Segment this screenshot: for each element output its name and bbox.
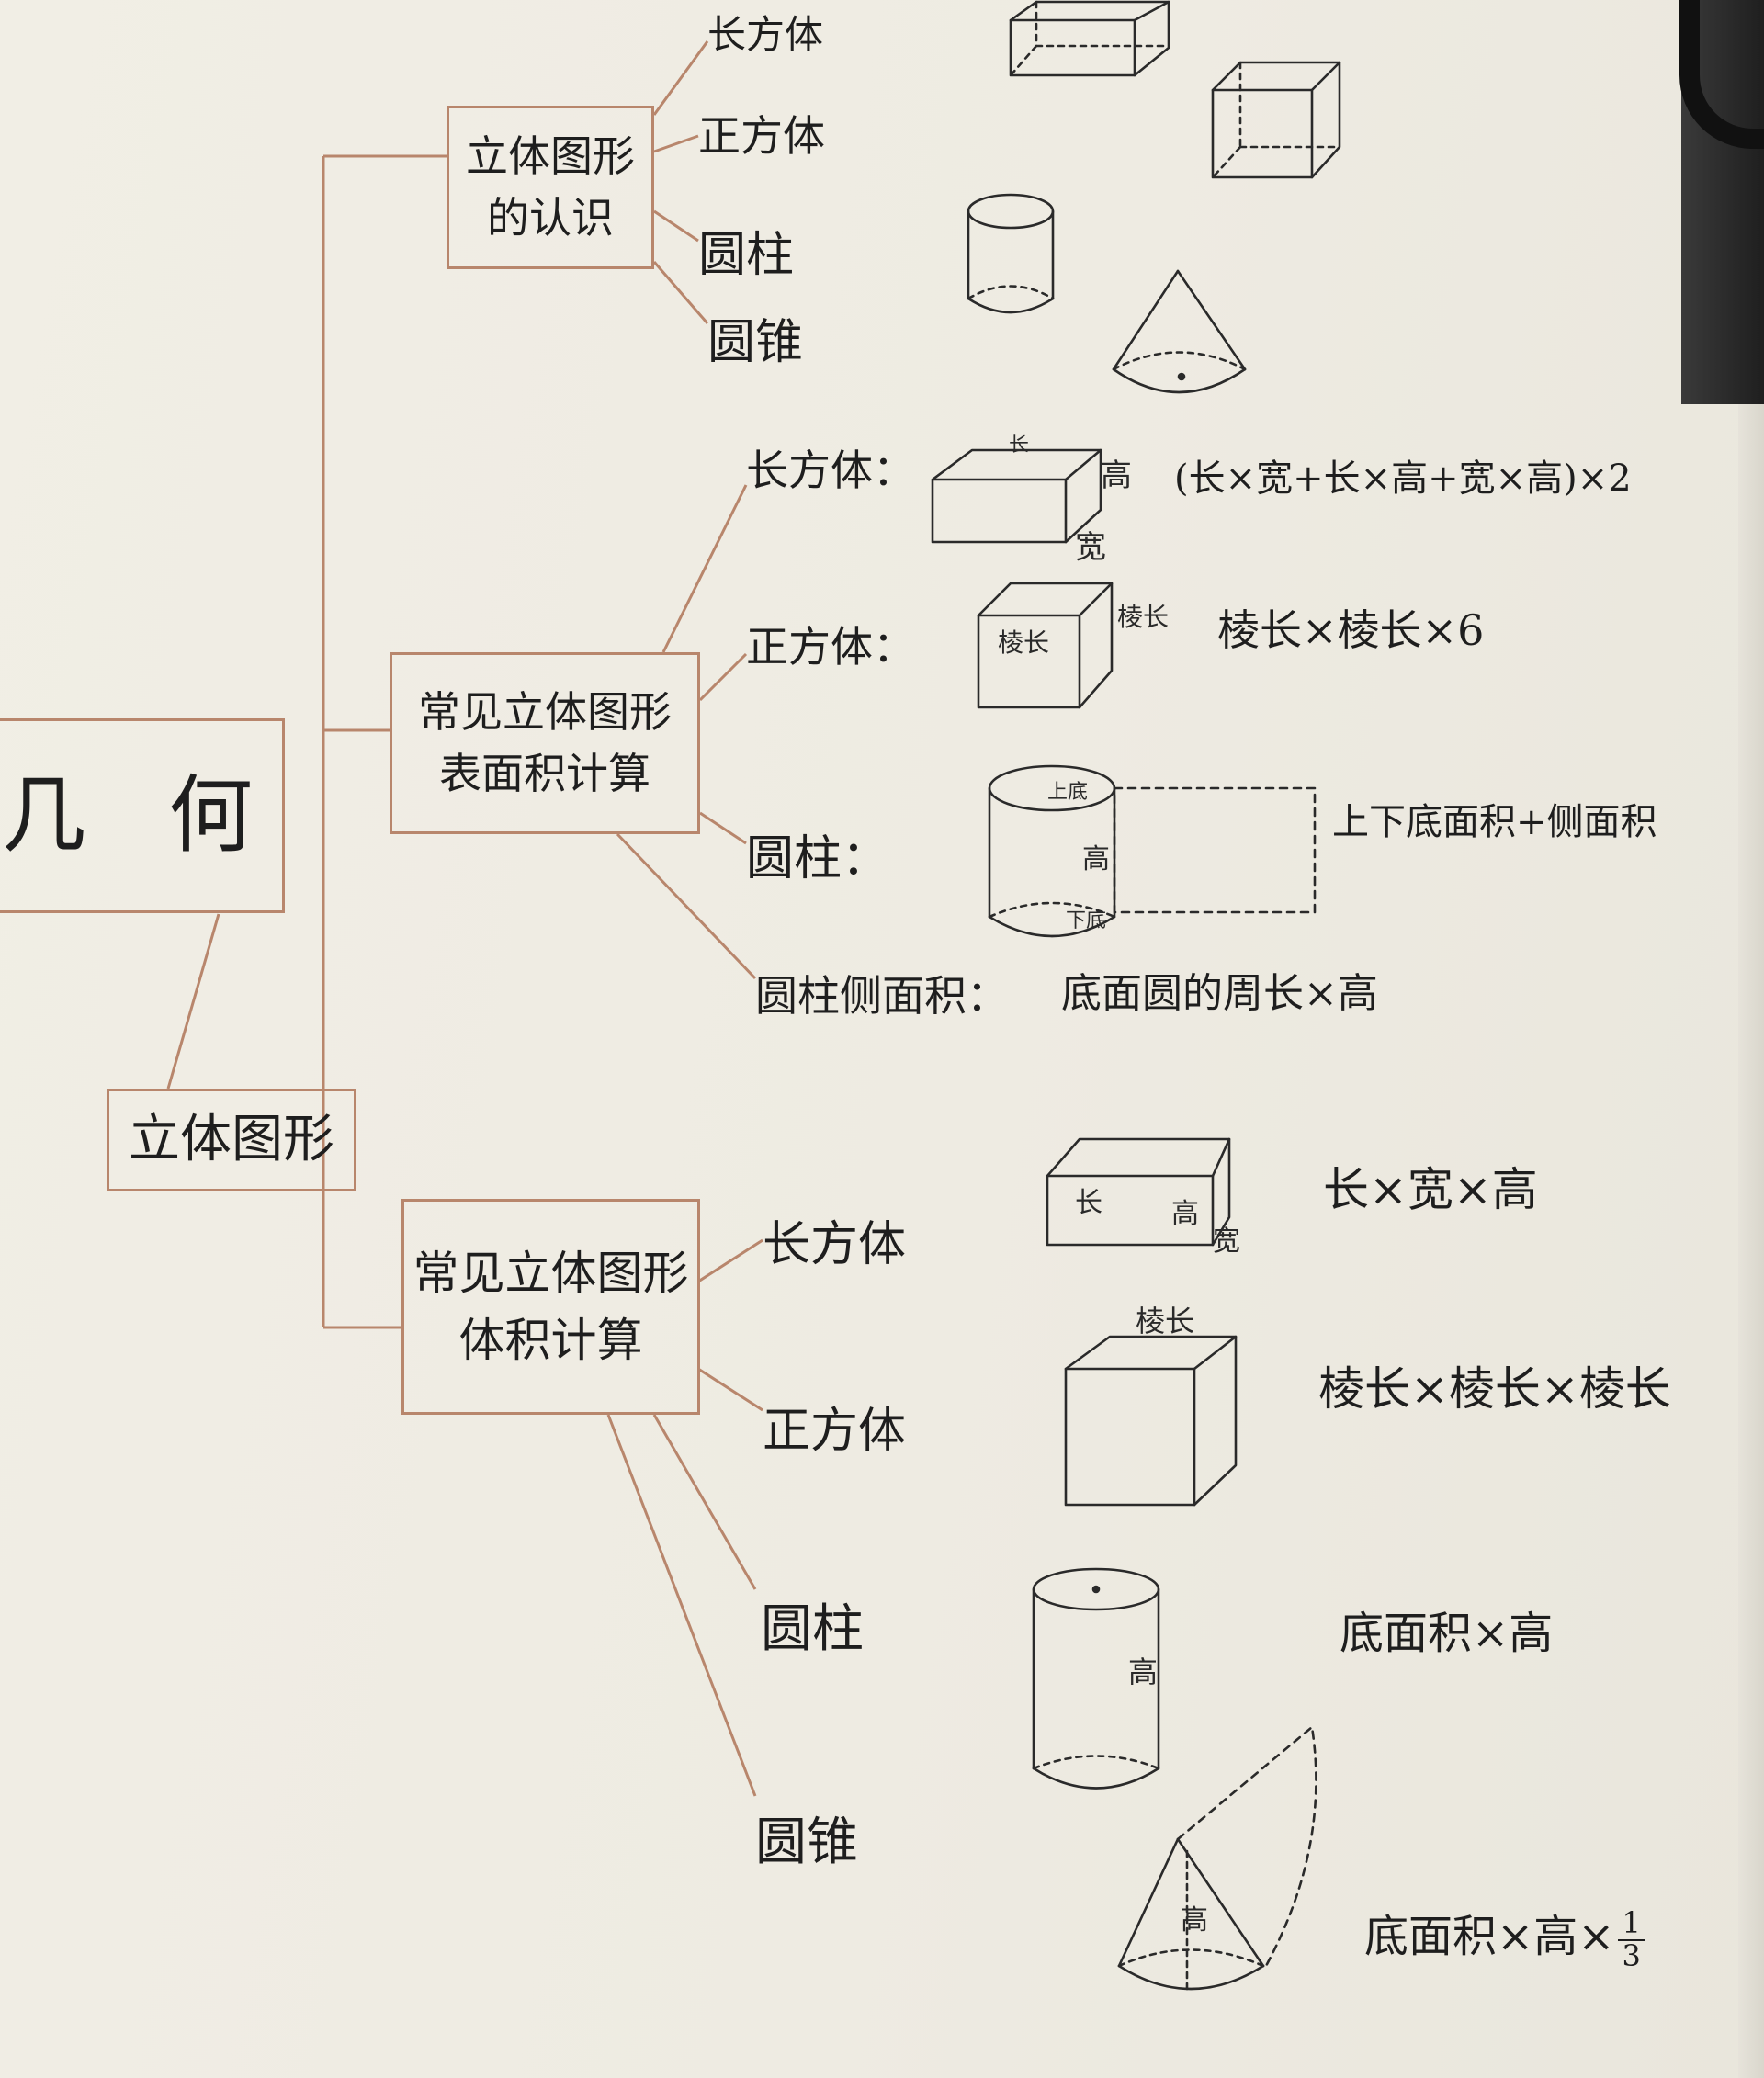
cylinder-sketch-2	[988, 764, 1317, 938]
cube-sketch-1	[1211, 61, 1341, 179]
cylinder-sketch-3	[1032, 1567, 1160, 1790]
surface-cylinder-label-top: 上底	[1047, 781, 1089, 804]
cube-sketch-3	[1064, 1335, 1238, 1507]
surface-item-cylinder-side: 圆柱侧面积：	[755, 971, 1009, 1021]
connector-rec-4	[652, 261, 709, 324]
volume-cube-label-edge: 棱长	[1136, 1304, 1195, 1338]
volume-formula-cone-text: 底面积×高×	[1364, 1911, 1615, 1962]
surface-title-line1: 常见立体图形	[418, 687, 672, 738]
volume-cuboid-label-height: 高	[1171, 1198, 1199, 1230]
volume-item-cuboid: 长方体	[763, 1217, 907, 1272]
rec-item-cuboid: 长方体	[707, 12, 824, 57]
volume-cylinder-label-height: 高	[1128, 1654, 1159, 1689]
surface-cube-label-edge-front: 棱长	[998, 627, 1050, 658]
volume-title-line2: 体积计算	[458, 1313, 643, 1367]
cube-sketch-2	[977, 582, 1114, 709]
cuboid-sketch-2	[931, 448, 1102, 544]
recognition-node: 立体图形 的认识	[447, 106, 654, 269]
volume-formula-cube: 棱长×棱长×棱长	[1318, 1362, 1671, 1416]
root-title: 几 何	[1, 766, 281, 865]
surface-cylinder-label-height: 高	[1082, 843, 1110, 875]
connector-sur-2	[698, 652, 748, 702]
category-node: 立体图形	[107, 1089, 356, 1191]
connector-vol-1	[697, 1238, 763, 1283]
fraction-numerator: 1	[1618, 1907, 1645, 1941]
volume-item-cylinder: 圆柱	[761, 1599, 864, 1659]
volume-formula-cylinder: 底面积×高	[1340, 1608, 1554, 1659]
connector-vol-4	[606, 1414, 757, 1797]
surface-formula-cuboid: (长×宽+长×高+宽×高)×2	[1174, 457, 1632, 500]
volume-item-cone: 圆锥	[755, 1813, 858, 1872]
connector-lines	[166, 40, 763, 1797]
surface-item-cube: 正方体：	[746, 622, 915, 672]
volume-formula-cuboid: 长×宽×高	[1323, 1163, 1538, 1216]
unrolled-sector	[1176, 1725, 1317, 1968]
surface-cuboid-label-length: 长	[1009, 434, 1030, 457]
surface-cylinder-label-bottom: 下底	[1066, 909, 1107, 932]
surface-formula-cylinder: 上下底面积+侧面积	[1332, 801, 1657, 843]
volume-cuboid-label-length: 长	[1075, 1187, 1102, 1219]
rec-item-cylinder: 圆柱	[698, 228, 795, 283]
connector-sur-3	[699, 811, 747, 845]
connector-sur-4	[616, 832, 757, 980]
surface-item-cuboid: 长方体：	[746, 446, 915, 495]
surface-cuboid-label-height: 高	[1101, 457, 1132, 494]
volume-item-cube: 正方体	[763, 1404, 907, 1459]
surface-cube-label-edge-side: 棱长	[1117, 602, 1170, 632]
surface-formula-cube: 棱长×棱长×6	[1217, 605, 1485, 655]
volume-title-line1: 常见立体图形	[413, 1247, 689, 1300]
paper-edge	[1738, 404, 1764, 2078]
recognition-title-line2: 的认识	[487, 193, 614, 243]
volume-cone-label-height: 高	[1181, 1904, 1208, 1937]
connector-vol-3	[652, 1414, 757, 1590]
cone-sketch-2	[1117, 1725, 1317, 1991]
root-node: 几 何	[0, 718, 285, 913]
rec-item-cube: 正方体	[698, 111, 825, 161]
cuboid-sketch-1	[1009, 0, 1170, 77]
surface-item-cylinder: 圆柱：	[746, 831, 890, 887]
volume-cuboid-label-width: 宽	[1213, 1225, 1240, 1258]
fraction-denominator: 3	[1622, 1937, 1641, 1973]
connector-rec-1	[652, 40, 709, 116]
connector-sur-1	[662, 484, 748, 653]
recognition-title-line1: 立体图形	[466, 131, 635, 182]
unrolled-side-rectangle	[1113, 786, 1317, 914]
cuboid-sketch-3	[1046, 1137, 1231, 1247]
connector-rec-3	[653, 209, 699, 243]
cylinder-sketch-1	[967, 193, 1055, 314]
surface-area-node: 常见立体图形 表面积计算	[390, 652, 700, 834]
surface-title-line2: 表面积计算	[439, 749, 650, 798]
connector-root-category	[166, 913, 220, 1090]
connector-rec-2	[653, 134, 699, 153]
surface-cuboid-label-width: 宽	[1075, 529, 1106, 566]
rec-item-cone: 圆锥	[707, 315, 804, 370]
cone-sketch-1	[1112, 269, 1247, 394]
surface-formula-cylinder-side: 底面圆的周长×高	[1061, 970, 1378, 1017]
category-title: 立体图形	[129, 1110, 334, 1170]
volume-node: 常见立体图形 体积计算	[401, 1199, 700, 1415]
connector-vol-2	[697, 1367, 763, 1412]
